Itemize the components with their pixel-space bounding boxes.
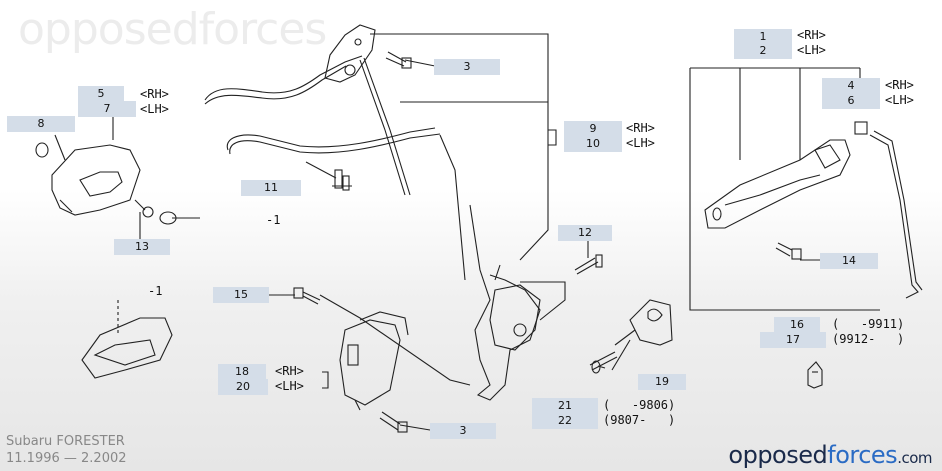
brand-part-3: .com [897, 449, 932, 467]
striker [614, 299, 673, 346]
lock-actuator [339, 311, 409, 411]
rh-lh-note-4: <RH> <LH> [885, 78, 914, 107]
rod-3 [359, 57, 466, 281]
callout-4: 4 [822, 78, 880, 94]
range-22: (9807- ) [603, 413, 676, 427]
callout-22: 22 [532, 413, 598, 429]
callout-3-top: 3 [434, 59, 500, 75]
rod-outer [854, 121, 923, 299]
callout-20: 20 [218, 379, 268, 395]
vehicle-info: Subaru FORESTER 11.1996 — 2.2002 [6, 433, 127, 467]
callout-10: 10 [564, 136, 622, 152]
bellcrank [324, 24, 376, 83]
callout-21: 21 [532, 398, 598, 414]
rod-1 [204, 55, 363, 105]
clip-16 [807, 361, 823, 389]
bolt-15 [293, 287, 321, 305]
callout-17: 17 [760, 332, 826, 348]
brand-part-2: forces [827, 441, 898, 469]
inner-handle-2 [81, 300, 173, 379]
callout-14: 14 [820, 253, 878, 269]
callout-2: 2 [734, 43, 792, 59]
callout-16: 16 [774, 317, 820, 333]
callout-18: 18 [218, 364, 266, 380]
callout-13: 13 [114, 239, 170, 255]
minus-one-note-b: -1 [148, 284, 163, 298]
leader-lines [54, 33, 880, 431]
bolt-3-top [385, 51, 412, 69]
clip-11 [332, 169, 352, 191]
range-16: ( -9911) [832, 317, 905, 331]
callout-9: 9 [564, 121, 622, 137]
rh-lh-note-9: <RH> <LH> [626, 121, 655, 150]
screw-12 [574, 254, 603, 275]
brand-logo: opposedforces.com [728, 441, 932, 469]
callout-8: 8 [7, 116, 75, 132]
watermark: opposedforces [18, 4, 327, 55]
door-latch [469, 204, 541, 401]
inner-handle [35, 142, 141, 216]
rod-2 [226, 127, 441, 155]
callout-3-bottom: 3 [430, 423, 496, 439]
screw-21 [589, 351, 618, 374]
brand-part-1: opposed [728, 441, 828, 469]
callout-7: 7 [78, 101, 136, 117]
callout-6: 6 [822, 93, 880, 109]
outer-handle [704, 139, 851, 229]
range-17: (9912- ) [832, 332, 905, 346]
bolt-3-bottom [379, 411, 408, 433]
range-21: ( -9806) [603, 398, 676, 412]
callout-11: 11 [241, 180, 301, 196]
callout-1: 1 [734, 29, 792, 45]
callout-19: 19 [638, 374, 686, 390]
screw-13 [134, 199, 177, 225]
screw-14 [775, 242, 802, 260]
vehicle-years: 11.1996 — 2.2002 [6, 451, 127, 466]
rh-lh-note-5: <RH> <LH> [140, 87, 169, 116]
rh-lh-note-18: <RH> <LH> [275, 364, 304, 393]
minus-one-note-a: -1 [266, 213, 281, 227]
callout-12: 12 [558, 225, 612, 241]
callout-5: 5 [78, 86, 124, 102]
rh-lh-note-1: <RH> <LH> [797, 28, 826, 57]
callout-15: 15 [213, 287, 269, 303]
vehicle-model: Subaru FORESTER [6, 434, 125, 449]
